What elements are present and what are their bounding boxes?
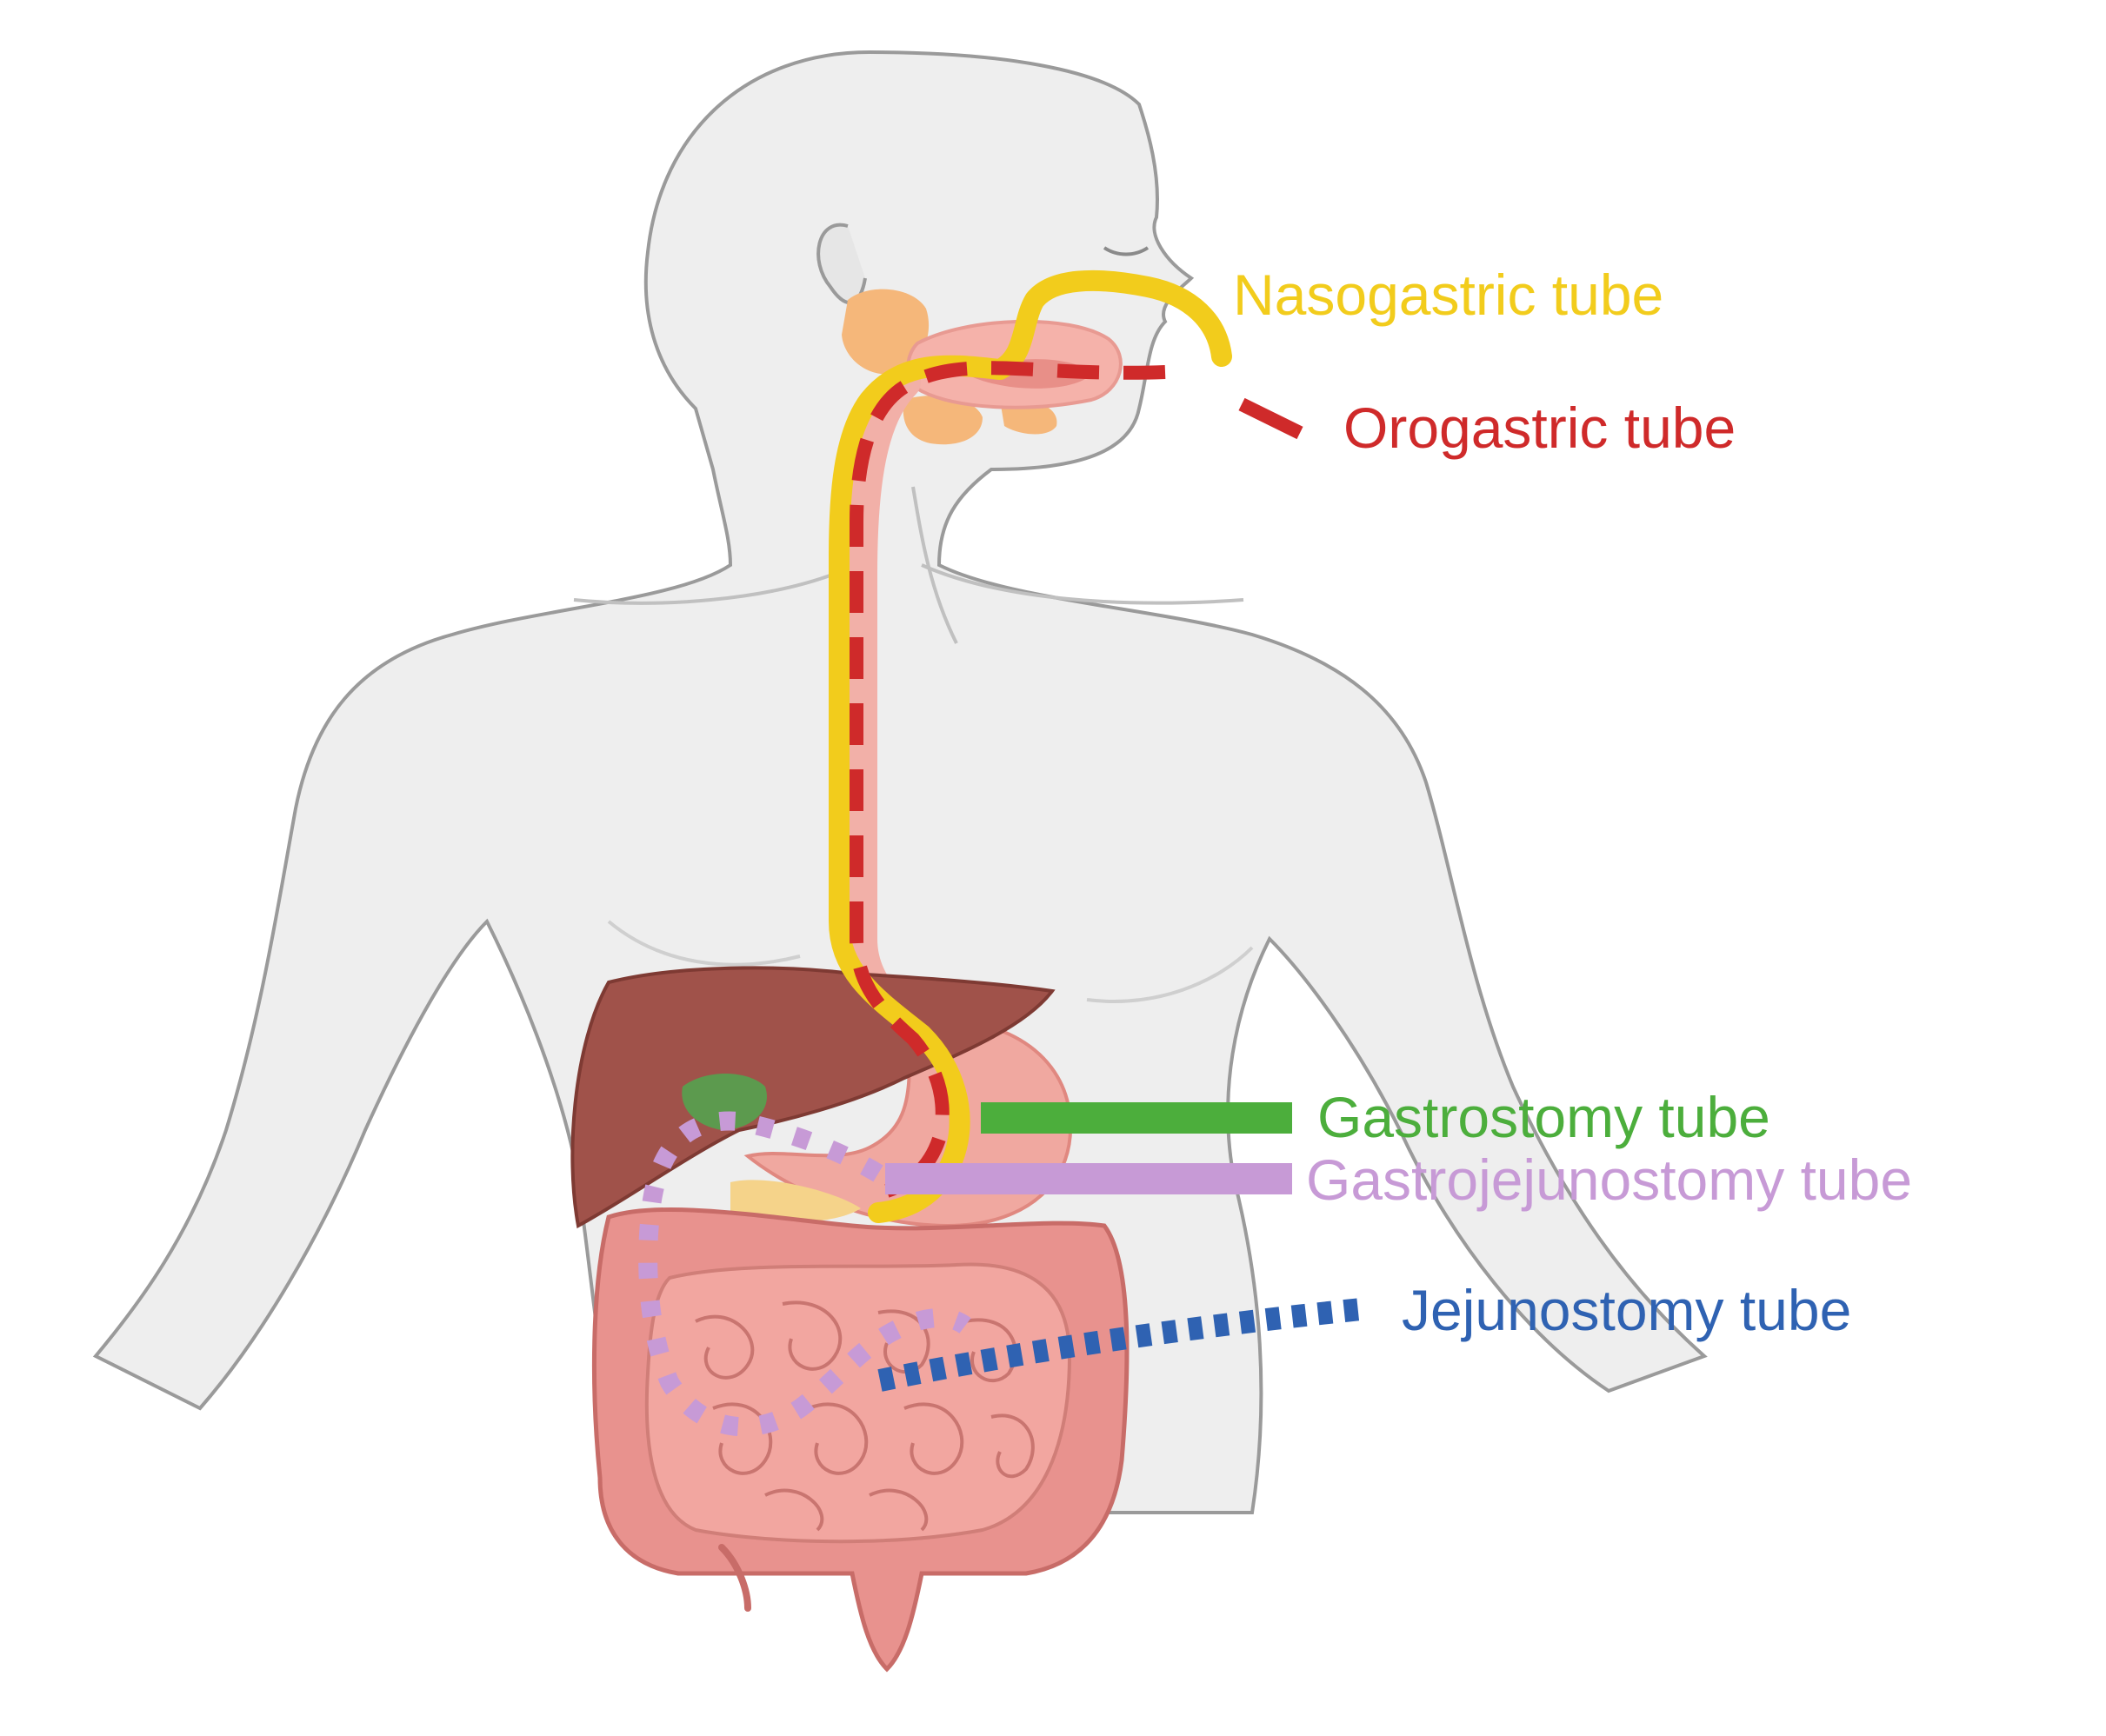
label-orogastric-tube: Orogastric tube [1343,396,1736,460]
neck-line [911,486,958,644]
label-gastrostomy-tube: Gastrostomy tube [1317,1085,1770,1149]
eye [1103,246,1150,256]
intestine-coils [695,1300,1035,1532]
label-nasogastric-tube: Nasogastric tube [1233,263,1663,327]
appendix [718,1544,751,1612]
nasogastric-tube-line [829,269,1232,1223]
salivary-gland-submandibular [903,396,983,445]
pancreas [730,1180,861,1223]
clavicle-left [573,572,836,605]
chest-line-right [1086,946,1254,1003]
label-gastrojejunostomy-tube: Gastrojejunostomy tube [1306,1147,1912,1212]
chest-line-left [607,920,801,967]
label-jejunostomy-tube: Jejunostomy tube [1402,1278,1851,1342]
clavicle-right [921,563,1244,605]
abdominal-organs [570,966,1130,1673]
jejunostomy-tube-line [877,1297,1371,1392]
tubes [638,269,1371,1437]
gallbladder [682,1074,767,1130]
gastrojejunostomy-tube-line [885,1163,1292,1194]
salivary-gland-parotid [842,289,930,375]
orogastric-legend-dash [1238,397,1303,440]
gastrostomy-tube-line [981,1102,1292,1134]
small-intestine [644,1262,1072,1544]
labels: Nasogastric tube Orogastric tube Gastros… [1233,263,1912,1342]
